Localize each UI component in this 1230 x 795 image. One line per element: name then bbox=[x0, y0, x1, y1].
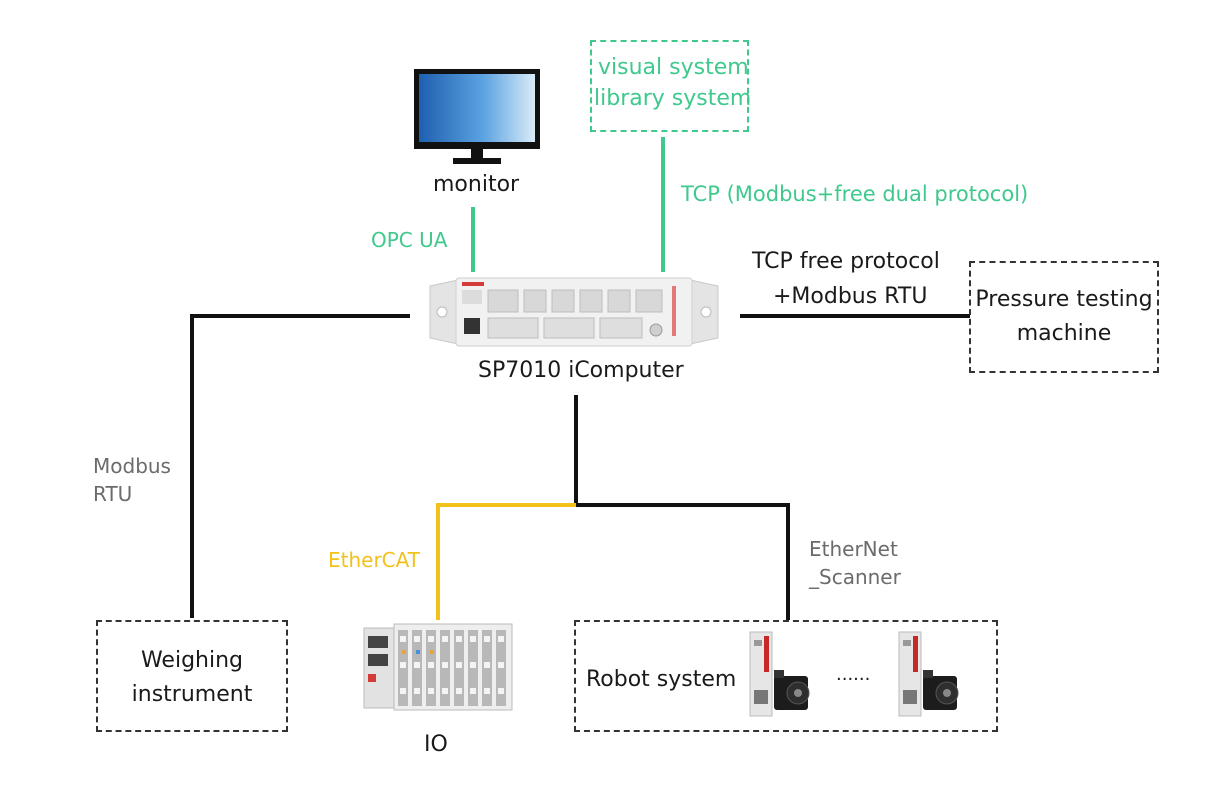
pressure-testing-machine-box: Pressure testing machine bbox=[969, 261, 1159, 373]
modbus-label-1: Modbus bbox=[93, 454, 171, 478]
controller-label: SP7010 iComputer bbox=[478, 358, 684, 383]
library-system-label: library system bbox=[594, 86, 752, 111]
servo-motor-icon-2 bbox=[897, 630, 965, 718]
weighing-instrument-box: Weighing instrument bbox=[96, 620, 288, 732]
visual-library-system-box bbox=[590, 40, 749, 132]
modbus-wire bbox=[190, 314, 410, 618]
controller-icon bbox=[428, 276, 720, 348]
ethercat-wire bbox=[436, 503, 576, 620]
tcp-free-label-2: +Modbus RTU bbox=[773, 284, 928, 309]
io-module-icon bbox=[362, 622, 514, 712]
robot-system-box bbox=[574, 620, 998, 732]
ethernet-label-2: _Scanner bbox=[809, 565, 901, 589]
servo-motor-icon bbox=[748, 630, 816, 718]
robot-ellipsis: ...... bbox=[836, 664, 871, 685]
weighing-label-2: instrument bbox=[131, 682, 253, 707]
weighing-label-1: Weighing bbox=[140, 648, 244, 673]
monitor-icon bbox=[413, 68, 541, 166]
ethernet-label-1: EtherNet bbox=[809, 537, 898, 561]
opc-ua-label: OPC UA bbox=[371, 228, 448, 252]
tcp-free-label-1: TCP free protocol bbox=[752, 249, 940, 274]
ethernet-wire bbox=[576, 503, 790, 620]
monitor-label: monitor bbox=[433, 172, 520, 197]
io-label: IO bbox=[424, 732, 448, 757]
modbus-label-2: RTU bbox=[93, 482, 133, 506]
pressure-label-1: Pressure testing bbox=[975, 287, 1153, 312]
visual-system-label: visual system bbox=[598, 55, 749, 80]
tcp-dual-label: TCP (Modbus+free dual protocol) bbox=[681, 182, 1029, 206]
robot-system-label: Robot system bbox=[586, 667, 737, 692]
ethercat-label: EtherCAT bbox=[328, 548, 420, 572]
pressure-label-2: machine bbox=[1016, 321, 1112, 346]
